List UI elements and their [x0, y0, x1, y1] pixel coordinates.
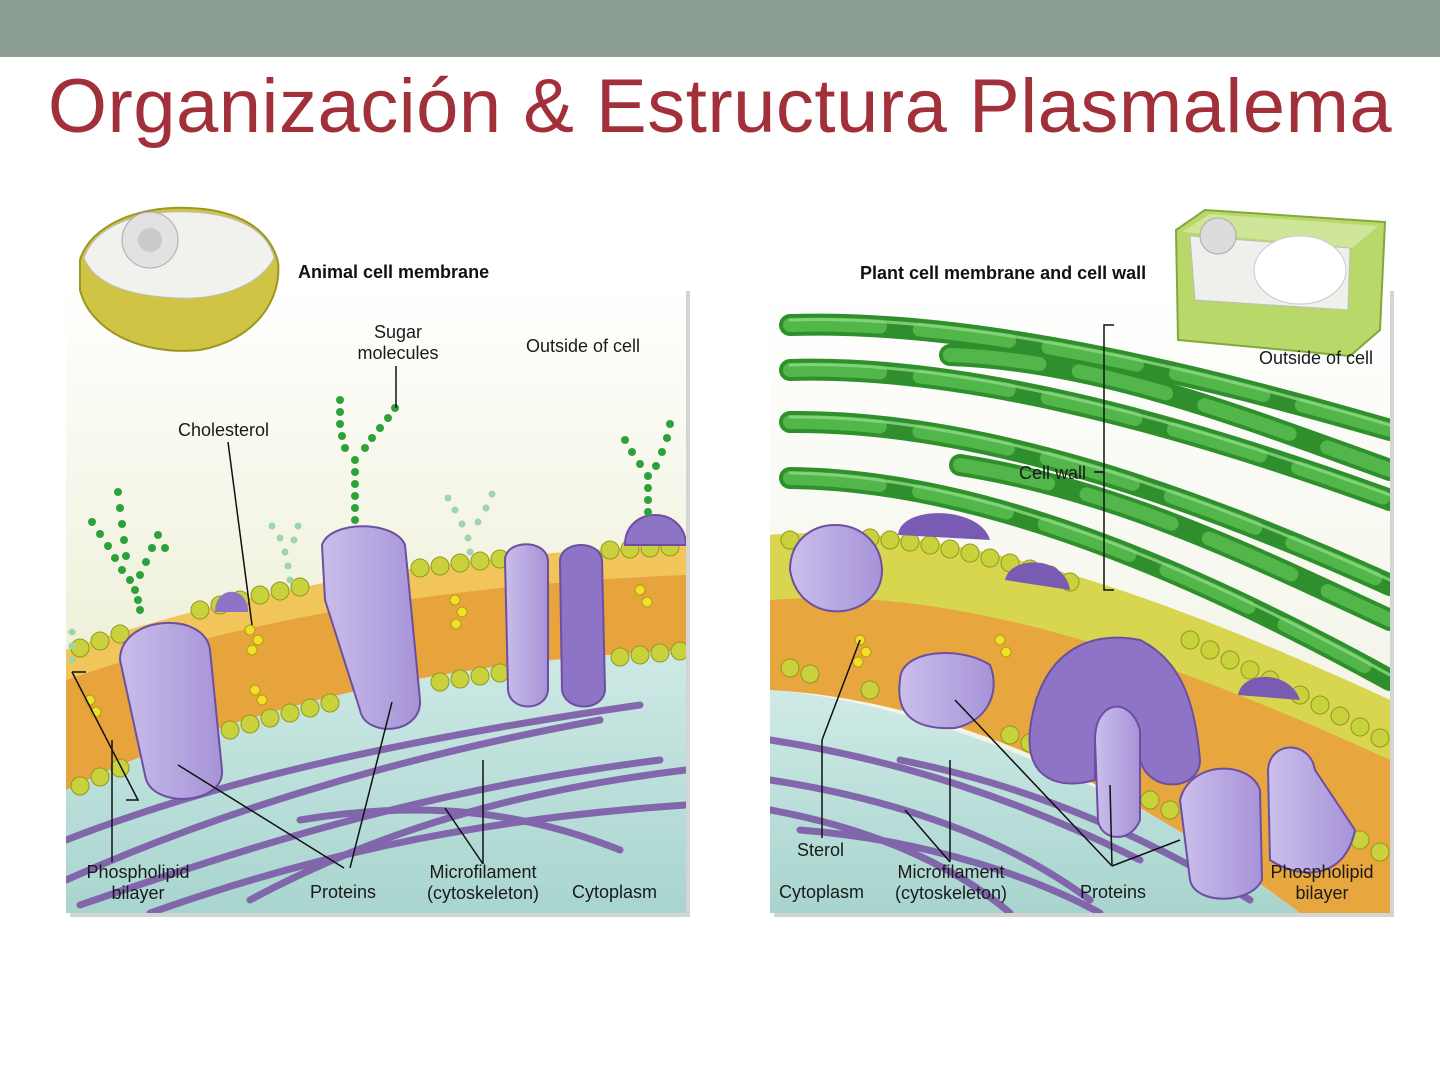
animal-heading: Animal cell membrane [298, 262, 490, 282]
label-sterol: Sterol [797, 840, 845, 860]
label-plant-outside-of-cell: Outside of cell [1259, 348, 1374, 368]
label-outside-of-cell: Outside of cell [526, 336, 641, 356]
animal-cell-icon [79, 206, 280, 352]
header-bar [0, 0, 1440, 57]
label-proteins: Proteins [310, 882, 377, 902]
label-cytoplasm: Cytoplasm [572, 882, 658, 902]
plant-heading: Plant cell membrane and cell wall [860, 263, 1147, 283]
label-plant-proteins: Proteins [1080, 882, 1147, 902]
label-plant-phospholipid-bilayer: Phospholipid bilayer [1270, 862, 1374, 903]
label-microfilament: Microfilament (cytoskeleton) [426, 862, 540, 903]
label-cell-wall: Cell wall [1019, 463, 1087, 483]
animal-cell-diagram: Animal cell membrane Sugar molecules Out… [66, 206, 690, 917]
label-plant-microfilament: Microfilament (cytoskeleton) [894, 862, 1008, 903]
label-cholesterol: Cholesterol [178, 420, 270, 440]
label-plant-cytoplasm: Cytoplasm [779, 882, 865, 902]
label-sugar-molecules: Sugar molecules [357, 322, 439, 363]
plant-cell-icon [1174, 208, 1387, 358]
slide-title: Organización & Estructura Plasmalema [47, 64, 1393, 149]
animal-cell-illustration [66, 206, 690, 917]
label-phospholipid-bilayer: Phospholipid bilayer [86, 862, 190, 903]
